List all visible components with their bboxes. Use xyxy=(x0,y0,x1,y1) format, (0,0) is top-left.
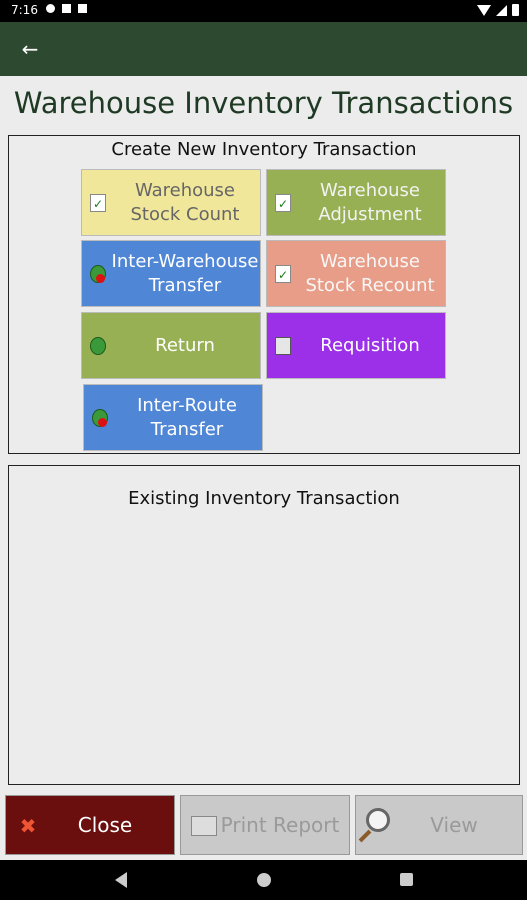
magnifier-icon xyxy=(366,808,390,832)
existing-panel-title: Existing Inventory Transaction xyxy=(128,488,400,509)
globe-red-icon xyxy=(92,409,108,427)
globe-red-icon xyxy=(90,265,106,283)
view-button-label: View xyxy=(430,813,478,837)
button-label: Warehouse Adjustment xyxy=(318,179,422,225)
inter-warehouse-transfer-button[interactable]: Inter-Warehouse Transfer xyxy=(81,240,261,307)
nav-back-icon[interactable] xyxy=(115,872,127,888)
status-time: 7:16 xyxy=(11,3,38,17)
page-title: Warehouse Inventory Transactions xyxy=(13,86,514,120)
button-label: Inter-Warehouse Transfer xyxy=(111,250,259,296)
return-button[interactable]: Return xyxy=(81,312,261,379)
warehouse-stock-count-button[interactable]: ✓ Warehouse Stock Count xyxy=(81,169,261,236)
status-bar: 7:16 xyxy=(0,0,527,22)
inter-route-transfer-button[interactable]: Inter-Route Transfer xyxy=(83,384,263,451)
warehouse-stock-recount-button[interactable]: ✓ Warehouse Stock Recount xyxy=(266,240,446,307)
close-button-label: Close xyxy=(77,813,133,837)
printer-icon xyxy=(191,816,217,836)
create-transaction-panel: Create New Inventory Transaction ✓ Wareh… xyxy=(8,135,520,454)
nav-home-icon[interactable] xyxy=(257,873,271,887)
battery-icon xyxy=(512,4,519,16)
gear-icon xyxy=(46,4,55,13)
button-label: Inter-Route Transfer xyxy=(137,394,237,440)
back-arrow-icon[interactable]: ← xyxy=(21,37,39,61)
button-label: Warehouse Stock Count xyxy=(130,179,240,225)
close-button[interactable]: ✖ Close xyxy=(5,795,175,855)
signal-icon xyxy=(496,4,507,16)
app-bar: ← xyxy=(0,22,527,76)
warehouse-adjustment-button[interactable]: ✓ Warehouse Adjustment xyxy=(266,169,446,236)
sd-card-icon xyxy=(78,4,87,13)
existing-transaction-panel[interactable]: Existing Inventory Transaction xyxy=(8,465,520,785)
checked-document-icon: ✓ xyxy=(90,194,106,212)
requisition-button[interactable]: Requisition xyxy=(266,312,446,379)
checked-document-icon: ✓ xyxy=(275,265,291,283)
square-icon xyxy=(62,4,71,13)
system-nav-bar xyxy=(0,860,527,900)
button-label: Return xyxy=(155,334,215,356)
view-button[interactable]: View xyxy=(355,795,523,855)
wifi-icon xyxy=(477,4,491,16)
globe-green-icon xyxy=(90,337,106,355)
clipboard-icon xyxy=(275,337,291,355)
button-label: Warehouse Stock Recount xyxy=(305,250,435,296)
create-panel-title: Create New Inventory Transaction xyxy=(111,139,417,160)
nav-recents-icon[interactable] xyxy=(400,873,413,886)
checked-document-icon: ✓ xyxy=(275,194,291,212)
close-x-icon: ✖ xyxy=(19,814,37,838)
print-report-button[interactable]: Print Report xyxy=(180,795,350,855)
print-button-label: Print Report xyxy=(220,813,340,837)
button-label: Requisition xyxy=(320,334,420,356)
